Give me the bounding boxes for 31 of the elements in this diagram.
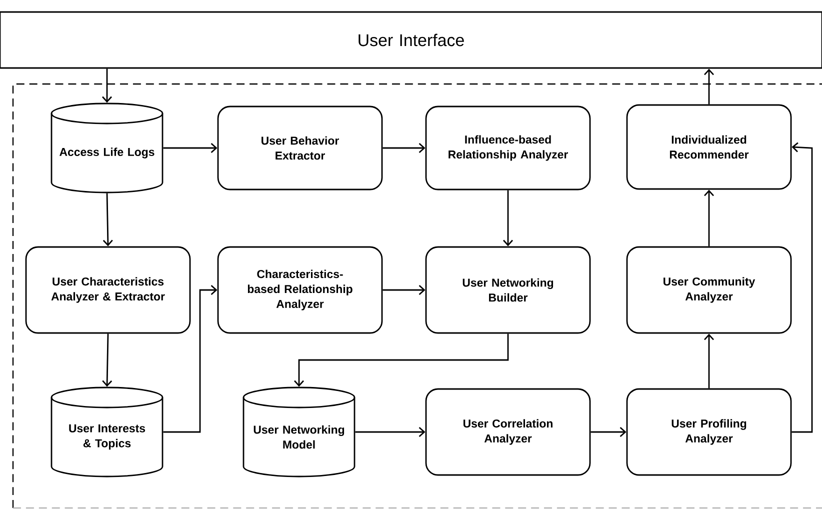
process-box: Influence-based Relationship Analyzer	[425, 106, 591, 190]
process-box: User Correlation Analyzer	[425, 388, 591, 476]
node-label: User Networking Model	[254, 425, 344, 449]
arrow	[163, 285, 218, 433]
process-box: User Profiling Analyzer	[626, 388, 792, 476]
process-box: Characteristics-based Relationship Analyzer	[217, 246, 383, 334]
arrow	[382, 285, 426, 295]
database-cylinder: Access Life Logs	[50, 102, 164, 194]
database-cylinder: User Interests & Topics	[50, 386, 164, 478]
arrow	[355, 426, 426, 437]
arrow	[792, 142, 813, 433]
process-box: User Characteristics Analyzer & Extractor	[25, 246, 191, 334]
arrow	[704, 190, 714, 246]
arrow	[163, 143, 218, 153]
process-box: User Community Analyzer	[626, 246, 792, 334]
arrow	[294, 334, 509, 387]
database-cylinder: User Networking Model	[242, 386, 356, 478]
node-label: User Interests & Topics	[69, 424, 146, 450]
arrow	[102, 193, 113, 246]
node-label: Access Life Logs	[60, 148, 154, 158]
arrow	[704, 334, 714, 388]
arrow	[102, 334, 112, 387]
process-box: User Behavior Extractor	[217, 106, 383, 190]
arrow	[382, 143, 426, 153]
arrow	[590, 426, 626, 437]
interface-bar: User Interface	[0, 11, 822, 69]
arrow	[704, 68, 714, 104]
arrow	[503, 190, 513, 246]
process-box: Individualized Recommender	[626, 104, 792, 190]
process-box: User Networking Builder	[425, 246, 591, 334]
arrow	[102, 68, 112, 103]
